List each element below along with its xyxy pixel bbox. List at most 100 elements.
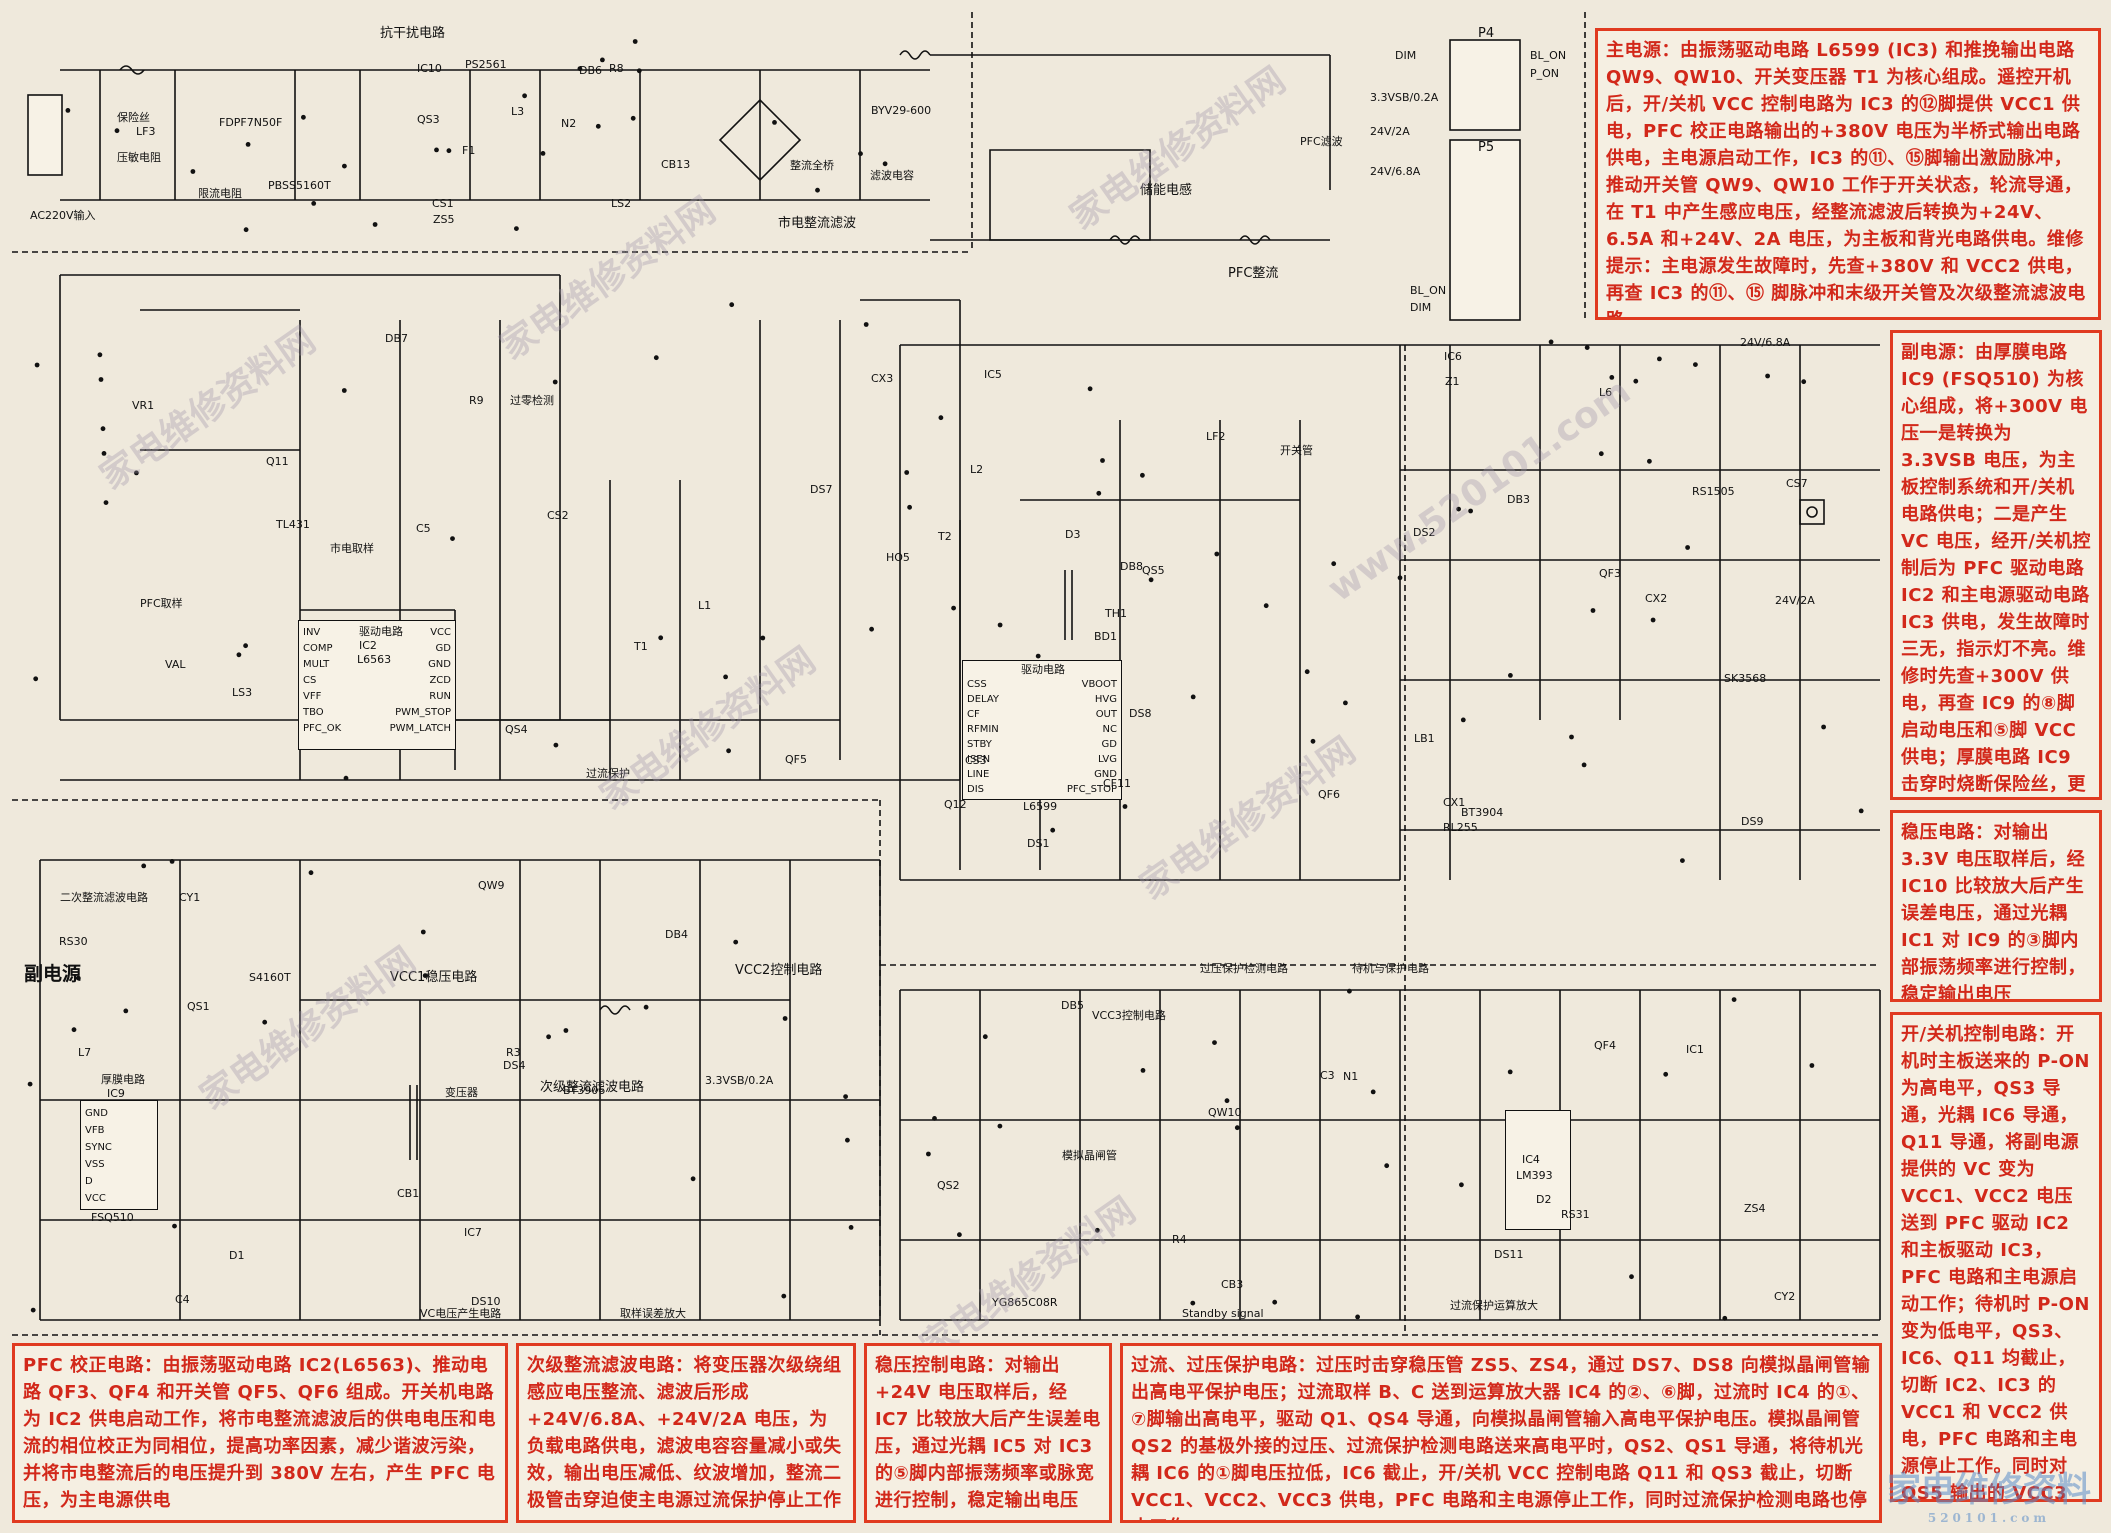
component-rs30: RS30: [59, 935, 88, 948]
junction-dot: [1122, 804, 1128, 809]
junction-dot: [1680, 858, 1685, 863]
junction-dot: [236, 652, 242, 658]
pin-dis: DIS: [967, 784, 984, 795]
label-storage-inductor: 储能电感: [1140, 183, 1193, 198]
note-pfc-text: PFC 校正电路：由振荡驱动电路 IC2(L6563)、推动电路 QF3、QF4…: [23, 1355, 496, 1511]
label-overvoltage: 过零检测: [510, 394, 554, 407]
junction-dot: [1310, 738, 1316, 744]
ic4-name: IC4: [1522, 1153, 1540, 1166]
pin-vfb: VFB: [85, 1125, 105, 1136]
component-t1: T1: [634, 640, 648, 653]
junction-dot: [311, 201, 317, 206]
component-ds1: DS1: [1027, 837, 1050, 850]
junction-dot: [982, 1034, 988, 1040]
component-cb3: CB3: [1221, 1278, 1244, 1291]
junction-dot: [540, 151, 546, 156]
component-l6: L6: [1599, 386, 1613, 399]
component-ls2: LS2: [611, 197, 632, 210]
junction-dot: [1190, 694, 1196, 700]
pin-gnd: GND: [85, 1108, 108, 1119]
component-db8: DB8: [1120, 560, 1144, 573]
output-33vsb: 3.3VSB/0.2A: [705, 1074, 774, 1087]
component-cy2: CY2: [1774, 1290, 1796, 1303]
junction-dot: [1507, 1069, 1513, 1075]
component-val: VAL: [165, 658, 186, 671]
junction-dot: [422, 973, 428, 978]
component-zs4: ZS4: [1744, 1202, 1766, 1215]
junction-dot: [134, 470, 139, 476]
pin-nc: NC: [1102, 724, 1117, 735]
junction-dot: [723, 674, 728, 680]
note-secondary: 次级整流滤波电路：将变压器次级绕组感应电压整流、滤波后形成+24V/6.8A、+…: [516, 1343, 856, 1523]
component-d3: D3: [1065, 528, 1081, 541]
ic9-title: 厚膜电路: [101, 1073, 145, 1086]
ic2-title: 驱动电路: [359, 625, 403, 638]
note-regulator-text: 稳压电路：对输出 3.3V 电压取样后，经 IC10 比较放大后产生误差电压，通…: [1901, 822, 2086, 1002]
junction-dot: [1581, 762, 1587, 768]
component-db6: DB6: [579, 64, 603, 77]
junction-dot: [1801, 379, 1807, 385]
component-rs1505: RS1505: [1692, 485, 1735, 498]
junction-dot: [848, 1225, 854, 1230]
junction-dot: [262, 1019, 268, 1025]
junction-dot: [1397, 575, 1403, 581]
junction-dot: [1148, 577, 1154, 583]
junction-dot: [1263, 603, 1269, 609]
junction-dot: [100, 426, 106, 432]
component-l3: L3: [511, 105, 525, 118]
junction-dot: [1609, 375, 1615, 380]
component-yg865c08r: YG865C08R: [992, 1296, 1058, 1309]
pin-d: D: [85, 1176, 93, 1187]
component-th1: TH1: [1105, 607, 1127, 620]
junction-dot: [190, 169, 196, 174]
note-stabilize: 稳压控制电路：对输出+24V 电压取样后，经 IC7 比较放大后产生误差电压，通…: [864, 1343, 1112, 1523]
junction-dot: [600, 57, 605, 63]
junction-dot: [450, 536, 455, 541]
pin-vboot: VBOOT: [1081, 679, 1117, 690]
pin-zcd: ZCD: [429, 675, 451, 686]
note-regulator: 稳压电路：对输出 3.3V 电压取样后，经 IC10 比较放大后产生误差电压，通…: [1890, 810, 2102, 1002]
pin-mult: MULT: [303, 659, 330, 670]
component-rl255: RL255: [1443, 821, 1478, 834]
pin-sync: SYNC: [85, 1142, 112, 1153]
junction-dot: [1460, 717, 1466, 723]
junction-dot: [1304, 669, 1310, 675]
junction-dot: [781, 1293, 787, 1299]
junction-dot: [114, 128, 120, 134]
note-aux-power-text: 副电源：由厚膜电路 IC9 (FSQ510) 为核心组成，将+300V 电压一是…: [1901, 342, 2091, 795]
junction-dot: [1590, 608, 1596, 613]
component-ic5: IC5: [984, 368, 1002, 381]
component-cx2: CX2: [1645, 592, 1668, 605]
component-sk3568: SK3568: [1724, 672, 1767, 685]
junction-dot: [169, 859, 175, 864]
junction-dot: [1347, 988, 1352, 994]
component-f1: F1: [462, 144, 476, 157]
component-ds11: DS11: [1494, 1248, 1524, 1261]
label-vcc3-ctrl: VCC3控制电路: [1092, 1009, 1166, 1022]
label-pfc-rect: PFC整流: [1228, 266, 1279, 281]
label-vc-gen: VC电压产生电路: [420, 1307, 502, 1320]
junction-dot: [1035, 653, 1041, 659]
note-main-power-text: 主电源：由振荡驱动电路 L6599 (IC3) 和推挽输出电路 QW9、QW10…: [1606, 40, 2086, 317]
site-logo: 家电维修资料 520101.com: [1887, 1462, 2091, 1525]
p4-pin-33vsb: 3.3VSB/0.2A: [1370, 91, 1439, 104]
note-pfc: PFC 校正电路：由振荡驱动电路 IC2(L6563)、推动电路 QF3、QF4…: [12, 1343, 508, 1523]
component-ds4: DS4: [503, 1059, 526, 1072]
junction-dot: [1650, 617, 1656, 623]
pin-vff: VFF: [303, 691, 322, 702]
component-lb1: LB1: [1414, 732, 1435, 745]
label-emi: 抗干扰电路: [380, 26, 446, 41]
junction-dot: [733, 939, 739, 945]
junction-dot: [552, 379, 558, 385]
component-bt3906: BT3906: [563, 1084, 606, 1097]
site-logo-text: 家电维修资料: [1887, 1470, 2091, 1510]
component-cs1: CS1: [432, 197, 454, 210]
label-aux-cap: 二次整流滤波电路: [60, 891, 148, 904]
component-ds2: DS2: [1413, 526, 1436, 539]
junction-dot: [997, 1123, 1003, 1129]
pin-pfc-stop: PFC_STOP: [1066, 784, 1117, 795]
